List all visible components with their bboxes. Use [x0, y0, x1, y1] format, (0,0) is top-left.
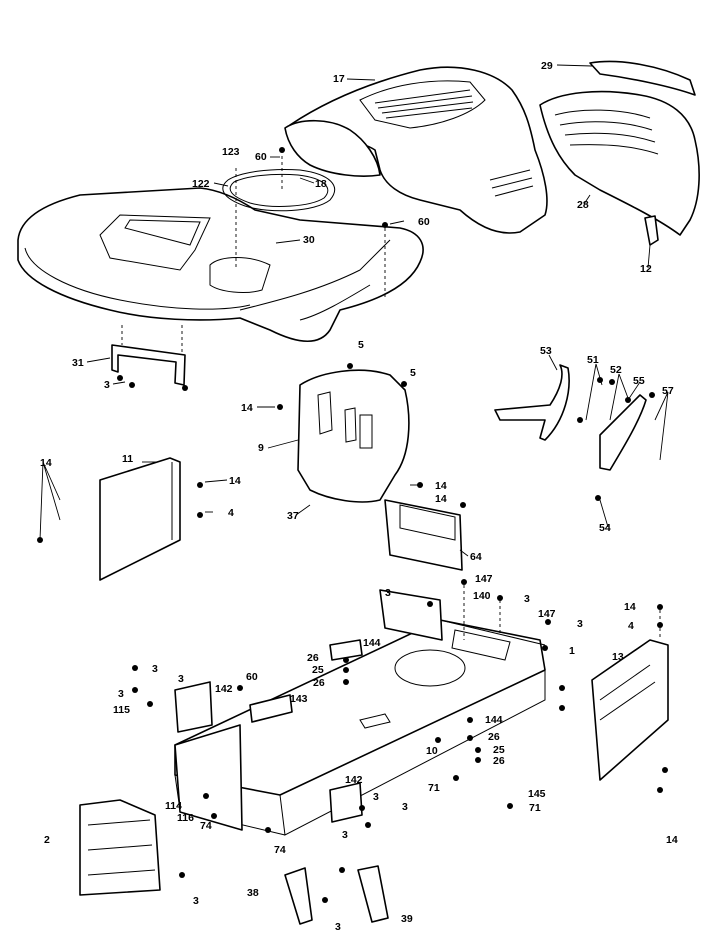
label-9: 9 — [258, 442, 264, 454]
label-123: 123 — [222, 146, 240, 158]
label-25: 25 — [312, 664, 324, 676]
label-74: 74 — [274, 844, 286, 856]
label-4: 4 — [228, 507, 234, 519]
label-3: 3 — [373, 791, 379, 803]
label-52: 52 — [610, 364, 622, 376]
label-14: 14 — [624, 601, 636, 613]
label-144: 144 — [363, 637, 381, 649]
label-3: 3 — [335, 921, 341, 933]
label-26: 26 — [313, 677, 325, 689]
label-74: 74 — [200, 820, 212, 832]
brackets-53-55 — [494, 364, 647, 471]
label-60: 60 — [418, 216, 430, 228]
label-57: 57 — [662, 385, 674, 397]
label-10: 10 — [426, 745, 438, 757]
label-3: 3 — [193, 895, 199, 907]
label-3: 3 — [524, 593, 530, 605]
label-28: 28 — [577, 199, 589, 211]
label-14: 14 — [40, 457, 52, 469]
label-3: 3 — [577, 618, 583, 630]
label-55: 55 — [633, 375, 645, 387]
label-30: 30 — [303, 234, 315, 246]
label-4: 4 — [628, 620, 634, 632]
label-114: 114 — [165, 800, 182, 812]
label-14: 14 — [229, 475, 241, 487]
dash-panel — [297, 369, 410, 503]
label-147: 147 — [538, 608, 556, 620]
label-1: 1 — [569, 645, 575, 657]
label-115: 115 — [113, 704, 130, 716]
label-3: 3 — [385, 587, 391, 599]
label-2: 2 — [44, 834, 50, 846]
hood — [284, 66, 548, 234]
hood-latch — [644, 215, 659, 246]
part-labels: 17 29 123 60 18 122 60 30 28 12 31 3 5 5… — [40, 60, 678, 933]
label-60: 60 — [255, 151, 267, 163]
panel-2 — [79, 799, 161, 896]
fender-pan — [17, 187, 424, 342]
bracket-143 — [249, 694, 293, 723]
label-142: 142 — [345, 774, 363, 786]
label-142: 142 — [215, 683, 233, 695]
bracket-31 — [111, 344, 186, 386]
bracket-38 — [284, 867, 313, 925]
label-14: 14 — [241, 402, 253, 414]
label-14: 14 — [435, 480, 447, 492]
label-39: 39 — [401, 913, 413, 925]
label-5: 5 — [358, 339, 364, 351]
alignment-lines — [121, 150, 661, 640]
label-12: 12 — [640, 263, 652, 275]
label-3: 3 — [402, 801, 408, 813]
label-5: 5 — [410, 367, 416, 379]
label-3: 3 — [118, 688, 124, 700]
plate-142-left — [174, 681, 213, 733]
side-panel-11 — [99, 457, 181, 581]
label-31: 31 — [72, 357, 84, 369]
label-3: 3 — [104, 379, 110, 391]
label-71: 71 — [428, 782, 440, 794]
label-3: 3 — [152, 663, 158, 675]
label-13: 13 — [612, 651, 624, 663]
label-122: 122 — [192, 178, 210, 190]
label-14: 14 — [435, 493, 447, 505]
label-17: 17 — [333, 73, 345, 85]
label-38: 38 — [247, 887, 259, 899]
label-14: 14 — [666, 834, 678, 846]
label-3: 3 — [178, 673, 184, 685]
frame-rail-left — [174, 724, 243, 831]
label-11: 11 — [122, 453, 133, 465]
label-143: 143 — [290, 693, 308, 705]
label-145: 145 — [528, 788, 546, 800]
label-51: 51 — [587, 354, 599, 366]
label-3: 3 — [342, 829, 348, 841]
leader-lines — [39, 64, 669, 557]
spacer-144 — [329, 639, 363, 661]
label-116: 116 — [177, 812, 194, 824]
label-64: 64 — [470, 551, 482, 563]
label-54: 54 — [599, 522, 611, 534]
label-18: 18 — [315, 178, 327, 190]
label-26: 26 — [493, 755, 505, 767]
bracket-140 — [379, 589, 443, 641]
plate-142-right — [329, 782, 363, 823]
side-panel-13 — [591, 639, 669, 781]
label-140: 140 — [473, 590, 491, 602]
label-29: 29 — [541, 60, 553, 72]
label-26: 26 — [307, 652, 319, 664]
bracket-39 — [357, 865, 389, 923]
label-53: 53 — [540, 345, 552, 357]
seat-pan-gasket — [222, 169, 336, 212]
label-60: 60 — [246, 671, 258, 683]
bracket-64 — [384, 499, 463, 571]
label-25: 25 — [493, 744, 505, 756]
label-37: 37 — [287, 510, 299, 522]
label-144: 144 — [485, 714, 503, 726]
grille — [539, 60, 700, 236]
label-147: 147 — [475, 573, 493, 585]
label-71: 71 — [529, 802, 541, 814]
label-26: 26 — [488, 731, 500, 743]
